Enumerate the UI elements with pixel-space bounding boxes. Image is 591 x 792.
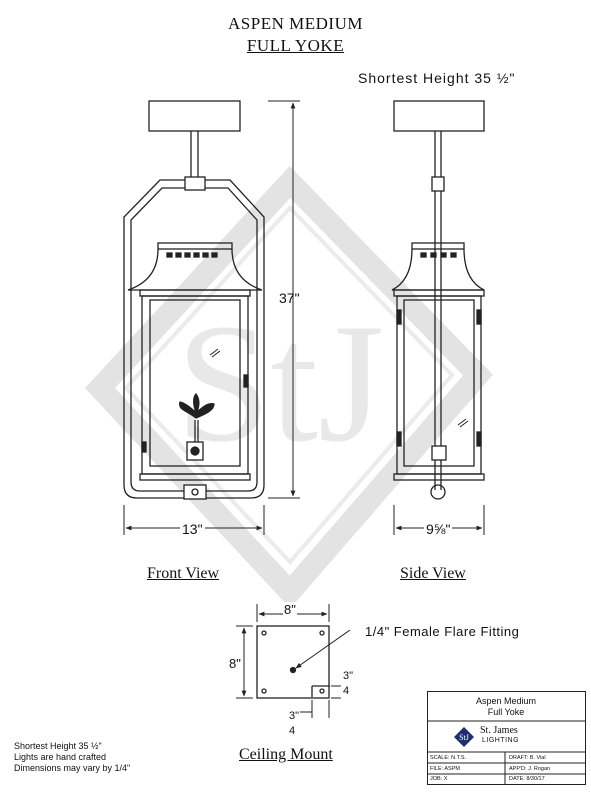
job-value: X <box>443 776 448 782</box>
side-view-caption: Side View <box>400 565 466 582</box>
file-field: FILE: ASPM <box>430 766 460 772</box>
title-block: Aspen Medium Full Yoke St. James LIGHTIN… <box>427 691 586 785</box>
st-james-logo-icon: StJ <box>454 727 474 747</box>
job-field: JOB: X <box>430 776 447 782</box>
front-view-caption: Front View <box>147 565 220 582</box>
right-offset-denominator: 4 <box>343 685 350 697</box>
note-line: Dimensions may vary by 1/4" <box>14 763 131 773</box>
side-width-dimension: 9⅝" <box>424 521 453 537</box>
front-height-dimension: 37" <box>279 290 300 306</box>
drawing-subtitle: FULL YOKE <box>246 36 345 55</box>
logo-letters: StJ <box>459 733 469 742</box>
front-width-dimension: 13" <box>180 521 205 537</box>
bottom-offset-denominator: 4 <box>289 725 296 737</box>
appd-label: APP'D: <box>509 766 527 772</box>
bottom-offset-numerator: 3" <box>289 710 300 722</box>
ceiling-mount-caption: Ceiling Mount <box>239 746 333 763</box>
ceiling-height-dimension: 8" <box>228 656 242 671</box>
file-value: ASPM <box>444 766 460 772</box>
note-line: Lights are hand crafted <box>14 752 107 762</box>
scale-label: SCALE: <box>430 755 450 761</box>
scale-field: SCALE: N.T.S. <box>430 755 466 761</box>
appd-field: APP'D: J. Rogan <box>509 766 550 772</box>
watermark-text: StJ <box>176 289 384 477</box>
ceiling-dimension-lines <box>236 604 351 718</box>
appd-value: J. Rogan <box>528 766 551 772</box>
watermark-logo: StJ <box>85 166 493 609</box>
title-block-lines <box>427 720 586 785</box>
product-line1: Aspen Medium <box>475 696 537 706</box>
scale-value: N.T.S. <box>451 755 467 761</box>
file-label: FILE: <box>430 766 444 772</box>
side-view-drawing <box>391 100 485 500</box>
drawing-title: ASPEN MEDIUM <box>228 14 363 33</box>
fitting-label: 1/4" Female Flare Fitting <box>365 624 520 639</box>
company-name: St. James <box>480 725 518 736</box>
date-value: 8/30/17 <box>526 776 545 782</box>
ceiling-width-dimension: 8" <box>283 602 297 617</box>
ceiling-mount-drawing <box>256 625 330 699</box>
draft-field: DRAFT: B. Vial <box>509 755 546 761</box>
notes-block: Shortest Height 35 ½" Lights are hand cr… <box>14 741 130 774</box>
draft-label: DRAFT: <box>509 755 529 761</box>
date-label: DATE: <box>509 776 525 782</box>
title-block-product: Aspen Medium Full Yoke <box>428 696 584 718</box>
product-line2: Full Yoke <box>487 707 525 717</box>
date-field: DATE: 8/30/17 <box>509 776 545 782</box>
company-sub: LIGHTING <box>482 737 520 744</box>
shortest-height-label: Shortest Height 35 ½" <box>358 70 516 86</box>
right-offset-numerator: 3" <box>343 670 354 682</box>
front-view-drawing <box>123 100 265 500</box>
note-line: Shortest Height 35 ½" <box>14 741 102 751</box>
job-label: JOB: <box>430 776 443 782</box>
draft-value: B. Vial <box>529 755 546 761</box>
